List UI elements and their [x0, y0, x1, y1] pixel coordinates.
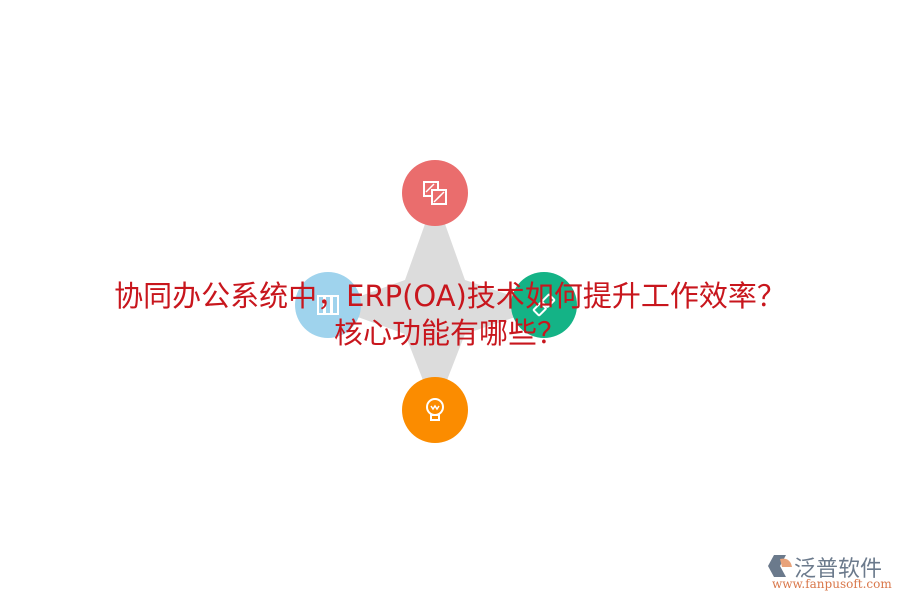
logo-name: 泛普软件 [794, 557, 883, 582]
node-left [295, 272, 361, 338]
article-title-line2: 核心功能有哪些？ [333, 316, 566, 350]
documents-icon [423, 181, 447, 205]
logo-mark-icon [768, 555, 792, 577]
node-bottom [402, 377, 468, 443]
brand-logo: 泛普软件 www.fanpusoft.com [766, 553, 896, 593]
node-right [511, 272, 577, 338]
link-icon [532, 293, 556, 317]
columns-icon [317, 295, 339, 315]
article-title-line1: 协同办公系统中，ERP(OA)技术如何提升工作效率？ [114, 279, 786, 313]
lightbulb-icon [426, 398, 444, 421]
node-top [402, 160, 468, 226]
logo-url: www.fanpusoft.com [772, 577, 892, 591]
